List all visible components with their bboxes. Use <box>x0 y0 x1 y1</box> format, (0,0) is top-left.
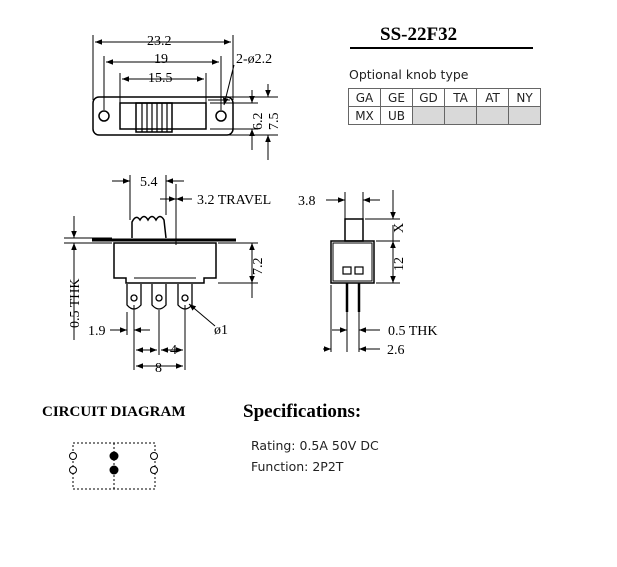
dim-side-height: 12 <box>392 257 407 271</box>
dim-pin-diameter: ø1 <box>214 323 228 338</box>
dim-hole-pitch: 19 <box>154 52 168 67</box>
knob-cell: TA <box>444 88 477 107</box>
side-view-labels: 3.8 X 12 0.5 THK 2.6 <box>298 194 438 358</box>
knob-cell: GA <box>348 88 381 107</box>
dim-height-outer: 7.5 <box>267 113 282 131</box>
dim-hole-callout: 2-ø2.2 <box>236 52 272 67</box>
spec-rating: Rating: 0.5A 50V DC <box>251 438 379 453</box>
switch-body <box>113 242 217 284</box>
dim-pin-span: 8 <box>155 361 162 376</box>
mount-hole-right <box>215 110 227 122</box>
table-row: GA GE GD TA AT NY <box>348 88 541 107</box>
mounting-plate <box>92 96 234 136</box>
knob-cell: GE <box>380 88 413 107</box>
top-view-dimensions <box>92 35 278 160</box>
side-body <box>330 240 375 284</box>
knob-cell-empty <box>476 106 509 125</box>
knob-type-title: Optional knob type <box>349 67 469 82</box>
terminal <box>69 452 77 460</box>
dim-body-height: 7.2 <box>251 258 266 276</box>
knob-cell: NY <box>508 88 541 107</box>
terminal <box>69 466 77 474</box>
knob-top <box>135 102 173 133</box>
front-view-dimensions <box>64 175 258 370</box>
knob-side <box>344 218 364 242</box>
knob-type-table: GA GE GD TA AT NY MX UB <box>348 88 541 125</box>
knob-cell: AT <box>476 88 509 107</box>
knob-front <box>131 215 167 239</box>
terminal-common <box>109 451 119 461</box>
dim-travel: 3.2 TRAVEL <box>197 193 271 208</box>
specifications-title: Specifications: <box>243 401 362 422</box>
dim-side-knob-width: 3.8 <box>298 194 316 209</box>
model-number: SS-22F32 <box>380 24 458 45</box>
knob-cell-empty <box>508 106 541 125</box>
dim-side-thk: 0.5 THK <box>388 324 438 339</box>
table-row: MX UB <box>348 106 541 125</box>
spec-function: Function: 2P2T <box>251 459 344 474</box>
model-underline <box>350 47 533 49</box>
knob-cell-empty <box>412 106 445 125</box>
circuit-diagram-title: CIRCUIT DIAGRAM <box>42 404 186 420</box>
slot-outline <box>119 102 207 130</box>
dim-height-inner: 6.2 <box>251 113 266 131</box>
knob-cell: GD <box>412 88 445 107</box>
dim-pin-offset: 1.9 <box>88 324 106 339</box>
dim-knob-width: 5.4 <box>140 175 158 190</box>
mount-hole-left <box>98 110 110 122</box>
dim-pin-pitch: 4 <box>170 343 177 358</box>
dim-side-depth: 2.6 <box>387 343 405 358</box>
circuit-diagram <box>69 442 158 490</box>
knob-cell-empty <box>444 106 477 125</box>
front-view-labels: 5.4 3.2 TRAVEL 7.2 0.5 THK 1.9 ø1 4 8 <box>68 175 271 376</box>
terminal <box>150 466 158 474</box>
dim-overall-length: 23.2 <box>147 34 172 49</box>
dim-thickness: 0.5 THK <box>68 278 83 328</box>
terminal <box>150 452 158 460</box>
top-view-labels: 23.2 19 15.5 2-ø2.2 6.2 7.5 <box>147 34 282 130</box>
dim-slot-length: 15.5 <box>148 71 173 86</box>
terminal-common <box>109 465 119 475</box>
dim-side-x: X <box>392 223 407 233</box>
knob-cell: MX <box>348 106 381 125</box>
knob-cell: UB <box>380 106 413 125</box>
side-view-dimensions <box>323 190 400 352</box>
front-view <box>92 215 236 310</box>
side-view <box>330 218 375 312</box>
pin-middle <box>151 284 167 310</box>
